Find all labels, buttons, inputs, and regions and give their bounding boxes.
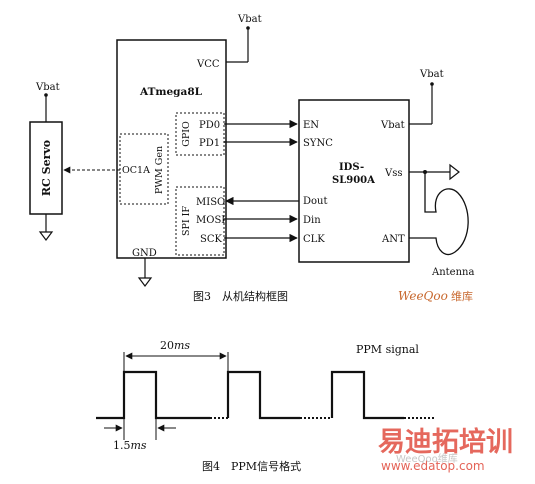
servo-ground-icon bbox=[38, 231, 54, 241]
vss-pin-label: Vss bbox=[384, 168, 403, 179]
antenna-coil-icon bbox=[409, 172, 469, 256]
period-label: 20ms bbox=[160, 339, 190, 352]
ant-pin-label: ANT bbox=[381, 234, 405, 245]
spi-if-subbox bbox=[175, 186, 225, 256]
oc1a-pin-label: OC1A bbox=[122, 165, 150, 176]
mcu-vbat-node bbox=[246, 26, 250, 30]
pwm-gen-label: PWM Gen bbox=[154, 146, 165, 194]
mcu-gnd-label: GND bbox=[132, 248, 157, 259]
ppm-waveform-pulse2 bbox=[226, 370, 300, 420]
din-pin-label: Din bbox=[303, 215, 321, 226]
rc-servo-label: RC Servo bbox=[40, 140, 53, 196]
mcu-title: ATmega8L bbox=[139, 86, 203, 98]
rfid-vbat-pin-label: Vbat bbox=[380, 120, 405, 131]
pd0-pin-label: PD0 bbox=[199, 120, 220, 131]
figure4-caption: 图4 PPM信号格式 bbox=[202, 459, 301, 473]
watermark-edatop-url: www.edatop.com bbox=[381, 459, 485, 473]
watermark-weeqoo-bottom: WeeQoo维库 bbox=[396, 452, 458, 465]
en-pin-label: EN bbox=[303, 120, 319, 131]
pd1-pin-label: PD1 bbox=[199, 138, 220, 149]
mosi-pin-label: MOSI bbox=[196, 215, 225, 226]
miso-pin-label: MISO bbox=[196, 197, 225, 208]
antenna-label: Antenna bbox=[431, 267, 474, 278]
clk-pin-label: CLK bbox=[303, 234, 325, 245]
rfid-vbat-label: Vbat bbox=[419, 69, 444, 80]
ppm-waveform-pulse1 bbox=[96, 370, 210, 420]
watermark-weeqoo-top: WeeQoo bbox=[398, 289, 448, 303]
rfid-title-line2: SL900A bbox=[332, 175, 375, 186]
rfid-title-line1: IDS- bbox=[339, 162, 364, 173]
dout-pin-label: Dout bbox=[303, 196, 328, 207]
gpio-subbox bbox=[175, 112, 225, 156]
figure3-caption: 图3 从机结构框图 bbox=[193, 289, 288, 303]
spi-if-label: SPI IF bbox=[181, 206, 192, 236]
pulse-width-label: 1.5ms bbox=[113, 439, 147, 452]
mcu-box bbox=[116, 39, 227, 259]
vss-ground-icon bbox=[449, 163, 460, 181]
pwm-gen-subbox bbox=[119, 133, 169, 205]
mcu-vbat-label: Vbat bbox=[237, 14, 262, 25]
watermark-weiku-top: 维库 bbox=[451, 290, 473, 303]
ppm-signal-label: PPM signal bbox=[356, 343, 419, 356]
servo-vbat-label: Vbat bbox=[35, 82, 60, 93]
servo-vbat-node bbox=[44, 93, 48, 97]
gpio-label: GPIO bbox=[181, 121, 192, 147]
ppm-waveform-pulse3 bbox=[330, 370, 404, 420]
rfid-vbat-node bbox=[430, 82, 434, 86]
mcu-ground-icon bbox=[137, 277, 153, 287]
mcu-vcc-label: VCC bbox=[196, 59, 220, 70]
sync-pin-label: SYNC bbox=[303, 138, 333, 149]
sck-pin-label: SCK bbox=[200, 234, 223, 245]
watermark-edatop-title: 易迪拓培训 bbox=[378, 427, 513, 458]
rfid-chip-box bbox=[298, 99, 410, 263]
